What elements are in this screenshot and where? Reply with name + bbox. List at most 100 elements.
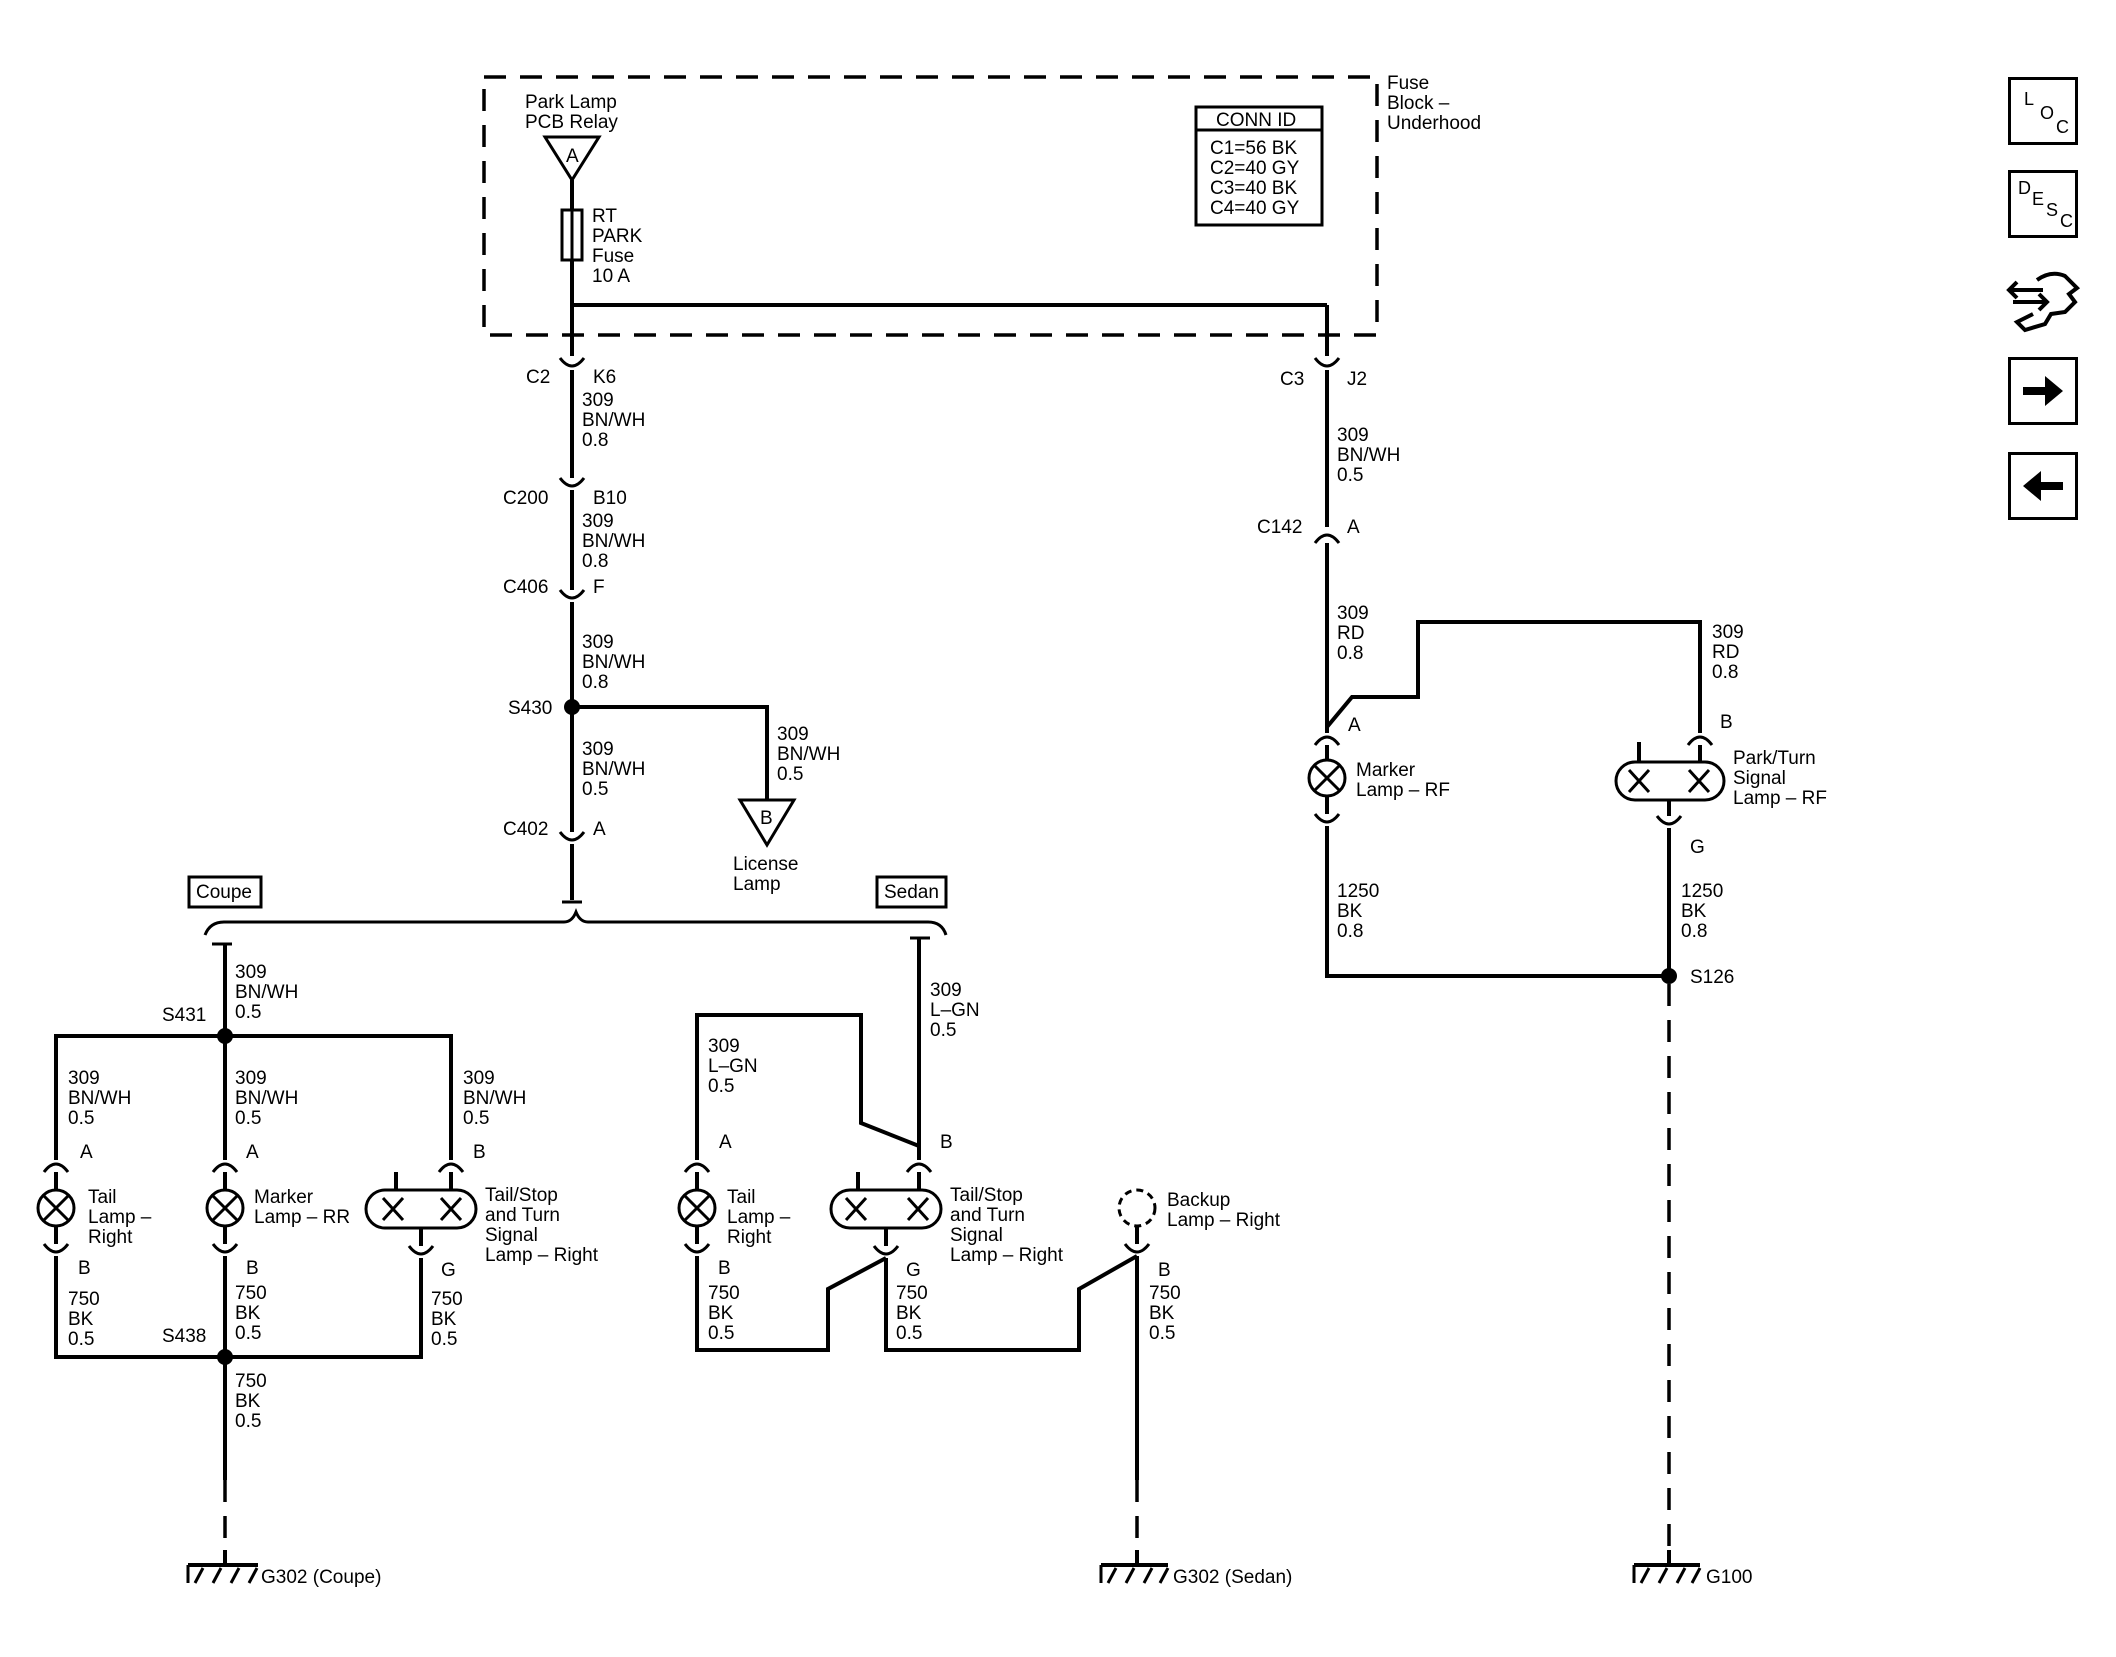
wire-label: BN/WH: [235, 982, 298, 1003]
wire-label: 309: [235, 962, 267, 983]
wire-label: 0.5: [235, 1108, 261, 1129]
wire-label: 0.8: [1337, 921, 1363, 942]
wire-label: 0.5: [708, 1076, 734, 1097]
relay-label-2: PCB Relay: [525, 112, 618, 133]
c200-label: C200: [503, 488, 548, 509]
fuse-block-title-2: Block –: [1387, 93, 1450, 114]
ground-g100: G100: [1632, 1550, 1752, 1588]
s126-label: S126: [1690, 967, 1734, 988]
fuse-label-4: 10 A: [592, 266, 630, 287]
pin-label: B: [940, 1132, 953, 1153]
component-label: Lamp – RF: [1733, 788, 1827, 809]
sedan-tail-lamp: A Tail Lamp – Right B: [677, 1132, 791, 1279]
license-lamp-pin: B: [760, 808, 773, 829]
fuse-label-2: PARK: [592, 226, 643, 247]
pin-label: G: [441, 1260, 456, 1281]
conn-id-row-4: C4=40 GY: [1210, 198, 1300, 219]
fuse-label-3: Fuse: [592, 246, 634, 267]
wire-label: 0.5: [235, 1411, 261, 1432]
conn-id-row-3: C3=40 BK: [1210, 178, 1297, 199]
wire-label: 0.8: [582, 672, 608, 693]
pin-label: G: [906, 1260, 921, 1281]
relay-pin-a: A: [566, 146, 579, 167]
coupe-circuit: 309 BN/WH 0.5 S431 309 BN/WH 0.5 309 BN/…: [36, 942, 599, 1588]
next-page-button[interactable]: [2008, 357, 2078, 425]
connector-end-view-button[interactable]: [2003, 258, 2085, 340]
marker-lamp-rf: A Marker Lamp – RF: [1307, 715, 1450, 824]
sedan-tail-stop-turn-lamp: B Tail/Stop and Turn Signal Lamp – Right…: [829, 1132, 1064, 1281]
c406-label: C406: [503, 577, 548, 598]
c2-label: C2: [526, 367, 550, 388]
c2-pin: K6: [593, 367, 616, 388]
c402-label: C402: [503, 819, 548, 840]
pin-label: B: [246, 1258, 259, 1279]
s438-label: S438: [162, 1326, 206, 1347]
wire-label: 0.5: [582, 779, 608, 800]
pin-label: A: [1348, 715, 1361, 736]
component-label: Lamp –: [727, 1207, 791, 1228]
wire-label: 0.5: [235, 1323, 261, 1344]
desc-button[interactable]: D E S C: [2008, 170, 2078, 238]
wire-label: 750: [68, 1289, 100, 1310]
splice-s126: [1661, 968, 1677, 984]
component-label: Signal: [1733, 768, 1786, 789]
component-label: Signal: [950, 1225, 1003, 1246]
pin-label: A: [246, 1142, 259, 1163]
wire-label: BN/WH: [68, 1088, 131, 1109]
pin-label: B: [473, 1142, 486, 1163]
wire-label: 309: [582, 739, 614, 760]
wire-label: 0.8: [1337, 643, 1363, 664]
pin-label: A: [80, 1142, 93, 1163]
wire-label: 750: [1149, 1283, 1181, 1304]
park-turn-signal-lamp-rf: B Park/Turn Signal Lamp – RF G: [1614, 712, 1827, 858]
wire-label: 0.5: [896, 1323, 922, 1344]
wire-label: BN/WH: [582, 531, 645, 552]
wire-label: 0.8: [1681, 921, 1707, 942]
sedan-backup-lamp: Backup Lamp – Right B: [1117, 1188, 1281, 1281]
wire-label: 750: [708, 1283, 740, 1304]
wire-label: 0.5: [777, 764, 803, 785]
wire-label: RD: [1712, 642, 1739, 663]
wire-label: 309: [235, 1068, 267, 1089]
previous-page-button[interactable]: [2008, 452, 2078, 520]
component-label: Lamp –: [88, 1207, 152, 1228]
sedan-option-label: Sedan: [884, 882, 939, 903]
g302-sedan-label: G302 (Sedan): [1173, 1567, 1292, 1588]
wire-label: 0.5: [930, 1020, 956, 1041]
loc-button[interactable]: L O C: [2008, 77, 2078, 145]
wire-label: BN/WH: [582, 652, 645, 673]
wire-label: 309: [930, 980, 962, 1001]
wire-label: BK: [1337, 901, 1363, 922]
wire-label: BK: [896, 1303, 922, 1324]
component-label: Tail: [88, 1187, 117, 1208]
previous-page-arrow-icon: [2023, 471, 2063, 501]
component-label: Tail/Stop: [485, 1185, 558, 1206]
wire-label: 309: [1337, 425, 1369, 446]
c3-pin: J2: [1347, 369, 1367, 390]
pin-label: B: [718, 1258, 731, 1279]
coupe-marker-lamp-rr: A Marker Lamp – RR B: [205, 1142, 350, 1279]
component-label: Right: [88, 1227, 133, 1248]
fuse-block-title-1: Fuse: [1387, 73, 1429, 94]
ground-g302-coupe: G302 (Coupe): [186, 1550, 381, 1588]
fuse-block-underhood: Fuse Block – Underhood Park Lamp PCB Rel…: [482, 73, 1481, 356]
c3-label: C3: [1280, 369, 1304, 390]
pin-label: B: [78, 1258, 91, 1279]
wire-label: BN/WH: [582, 410, 645, 431]
c200-pin: B10: [593, 488, 627, 509]
wire-label: BK: [68, 1309, 94, 1330]
loc-icon-o: O: [2040, 103, 2055, 123]
pin-label: G: [1690, 837, 1705, 858]
wire-label: 0.5: [68, 1329, 94, 1350]
wire-label: 0.8: [582, 551, 608, 572]
option-split-bracket: [203, 907, 948, 936]
component-label: Backup: [1167, 1190, 1230, 1211]
wire-label: 0.8: [1712, 662, 1738, 683]
conn-id-table: CONN ID C1=56 BK C2=40 GY C3=40 BK C4=40…: [1194, 105, 1324, 227]
component-label: Park/Turn: [1733, 748, 1816, 769]
wire-label: 0.5: [68, 1108, 94, 1129]
desc-icon-d: D: [2018, 178, 2031, 198]
desc-icon-e: E: [2032, 189, 2045, 209]
wire-label: 0.5: [1337, 465, 1363, 486]
